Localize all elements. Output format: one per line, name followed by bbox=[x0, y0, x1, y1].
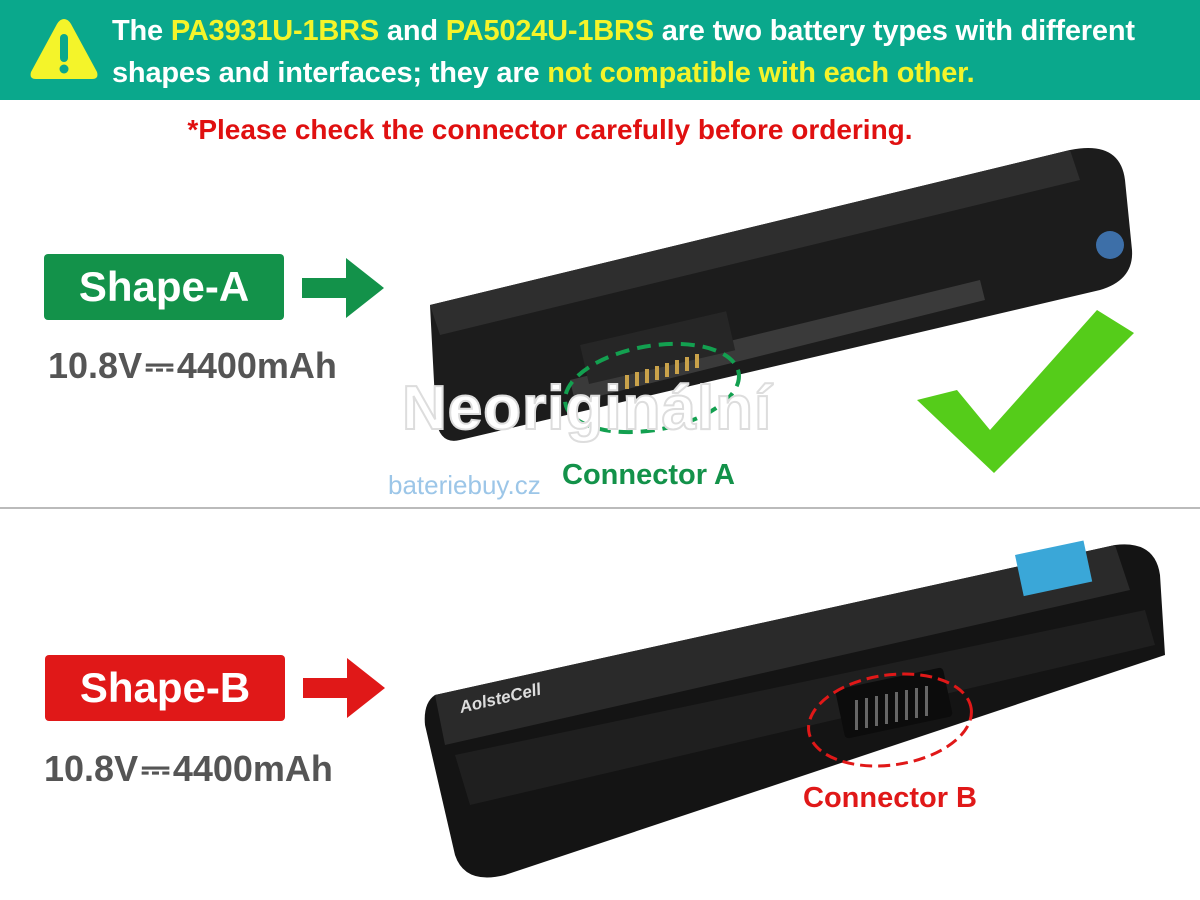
banner-text: The PA3931U-1BRS and PA5024U-1BRS are tw… bbox=[112, 15, 1135, 89]
arrow-right-icon bbox=[302, 258, 384, 318]
section-divider bbox=[0, 507, 1200, 509]
shape-a-badge: Shape-A bbox=[44, 254, 284, 320]
connector-b-label: Connector B bbox=[803, 782, 977, 814]
arrow-right-icon bbox=[303, 658, 385, 718]
shape-b-spec: 10.8V ⎓ 4400mAh bbox=[44, 748, 333, 789]
connector-a-label: Connector A bbox=[562, 459, 735, 491]
order-notice: *Please check the connector carefully be… bbox=[187, 114, 913, 145]
warning-banner: The PA3931U-1BRS and PA5024U-1BRS are tw… bbox=[0, 0, 1200, 100]
warning-triangle-icon bbox=[30, 19, 98, 79]
shape-b-badge: Shape-B bbox=[45, 655, 285, 721]
shape-a-spec: 10.8V ⎓ 4400mAh bbox=[48, 345, 337, 386]
checkmark-icon bbox=[917, 310, 1134, 473]
watermark-domain: bateriebuy.cz bbox=[388, 470, 541, 500]
battery-b-image: AolsteCell bbox=[424, 540, 1165, 878]
battery-a-image bbox=[430, 148, 1133, 441]
watermark-text: Neoriginální bbox=[401, 374, 773, 443]
